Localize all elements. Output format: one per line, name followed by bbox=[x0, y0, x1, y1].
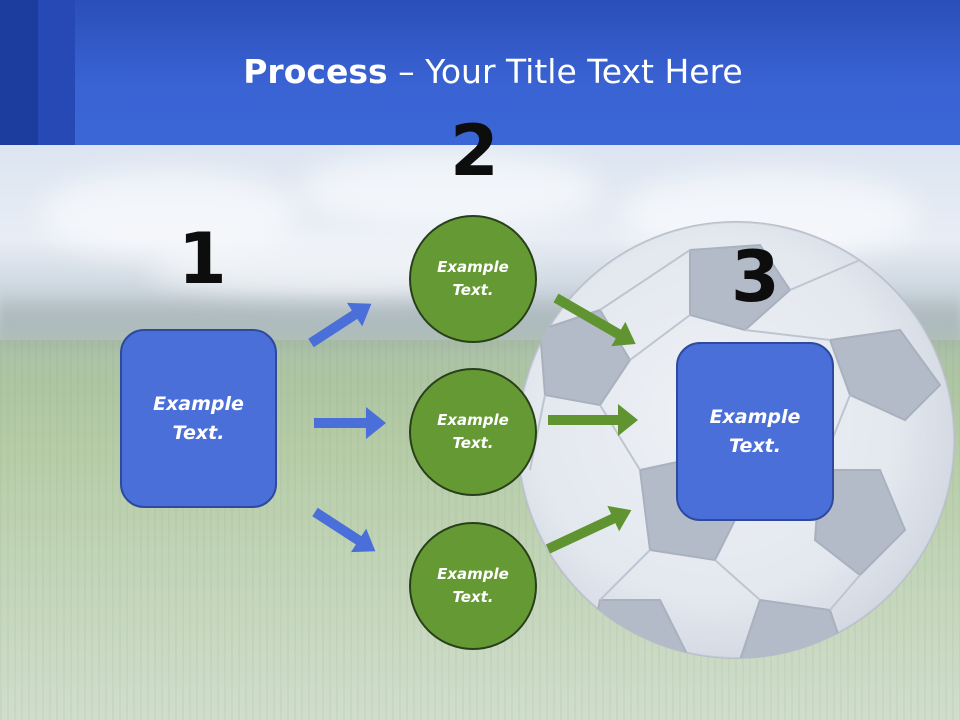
block-arrow-icon bbox=[545, 505, 632, 554]
step-1-text: Example Text. bbox=[144, 390, 254, 447]
header-bar: Process – Your Title Text Here bbox=[0, 0, 960, 145]
circle-text: Example Text. bbox=[437, 409, 509, 456]
title-rest: – Your Title Text Here bbox=[387, 52, 743, 91]
step-3-line1: Example bbox=[709, 406, 801, 428]
step-1-box: Example Text. bbox=[120, 329, 277, 508]
circle-line2: Text. bbox=[452, 434, 494, 452]
step-2-circle-top: Example Text. bbox=[409, 215, 537, 343]
circle-text: Example Text. bbox=[437, 256, 509, 303]
step-1-line1: Example bbox=[153, 393, 244, 415]
circle-line1: Example bbox=[437, 564, 509, 583]
block-arrow-icon bbox=[308, 302, 372, 348]
circle-text: Example Text. bbox=[437, 563, 509, 610]
circle-line1: Example bbox=[437, 257, 509, 276]
step-2-circle-middle: Example Text. bbox=[409, 368, 537, 496]
circle-line2: Text. bbox=[452, 281, 494, 299]
block-arrow-icon bbox=[548, 404, 638, 436]
block-arrow-icon bbox=[314, 407, 386, 439]
step-2-circle-bottom: Example Text. bbox=[409, 522, 537, 650]
circle-line1: Example bbox=[437, 410, 509, 429]
block-arrow-icon bbox=[553, 293, 636, 347]
block-arrow-icon bbox=[312, 507, 376, 553]
step-1-line2: Text. bbox=[172, 421, 225, 444]
cloud bbox=[300, 150, 600, 230]
step-3-line2: Text. bbox=[729, 434, 781, 457]
step-number-2: 2 bbox=[450, 110, 499, 192]
step-3-text: Example Text. bbox=[700, 403, 810, 460]
step-number-3: 3 bbox=[731, 236, 780, 318]
step-3-box: Example Text. bbox=[676, 342, 834, 521]
header-accent-stripe bbox=[0, 0, 38, 145]
title-bold: Process bbox=[243, 52, 388, 91]
header-accent-stripe bbox=[38, 0, 75, 145]
circle-line2: Text. bbox=[452, 588, 494, 606]
step-number-1: 1 bbox=[178, 218, 227, 300]
slide-title: Process – Your Title Text Here bbox=[0, 52, 960, 91]
